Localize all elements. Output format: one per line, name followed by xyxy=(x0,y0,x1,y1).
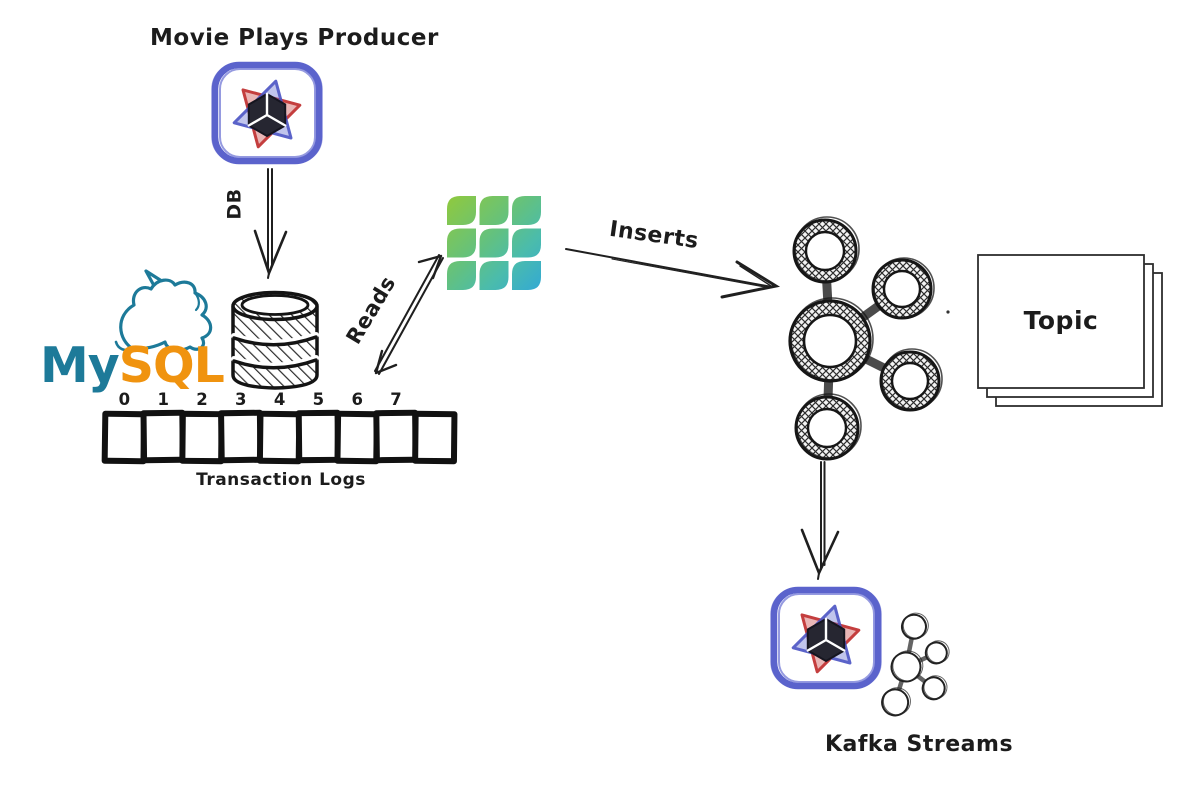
inserts-arrow xyxy=(565,248,781,299)
partition-number: 1 xyxy=(157,390,169,409)
partition-number: 5 xyxy=(312,390,325,409)
reads-arrow xyxy=(374,254,444,375)
database-cylinder-icon xyxy=(231,290,319,390)
mysql-wordmark-my: My xyxy=(40,337,120,394)
producer-app-icon xyxy=(212,63,322,163)
mysql-dolphin-icon xyxy=(114,269,213,352)
producer-title: Movie Plays Producer xyxy=(150,25,439,51)
db-arrow xyxy=(253,168,288,279)
partition-number: 7 xyxy=(390,390,402,409)
partition-number: 2 xyxy=(196,390,208,409)
debezium-icon xyxy=(447,196,541,290)
streams-app-icon xyxy=(771,588,881,688)
stray-dot xyxy=(946,310,950,314)
streams-kafka-icon xyxy=(881,612,950,717)
kafka-streams-caption: Kafka Streams xyxy=(824,732,1014,757)
transaction-log-partitions xyxy=(101,409,458,465)
partition-number: 0 xyxy=(118,390,131,409)
kafka-cluster-icon xyxy=(788,216,950,461)
partition-numbers: 0 1 2 3 4 5 6 7 xyxy=(105,390,415,409)
transaction-logs-caption: Transaction Logs xyxy=(196,470,366,490)
mysql-wordmark: MySQL xyxy=(40,341,225,390)
topic-cards xyxy=(977,254,1163,407)
partition-number: 4 xyxy=(273,390,286,409)
mysql-wordmark-sql: SQL xyxy=(118,337,225,394)
partition-number: 6 xyxy=(351,390,363,409)
partition-number: 3 xyxy=(235,390,247,409)
consume-arrow xyxy=(800,461,840,580)
topic-label: Topic xyxy=(1023,306,1099,335)
db-label: DB xyxy=(223,188,246,220)
